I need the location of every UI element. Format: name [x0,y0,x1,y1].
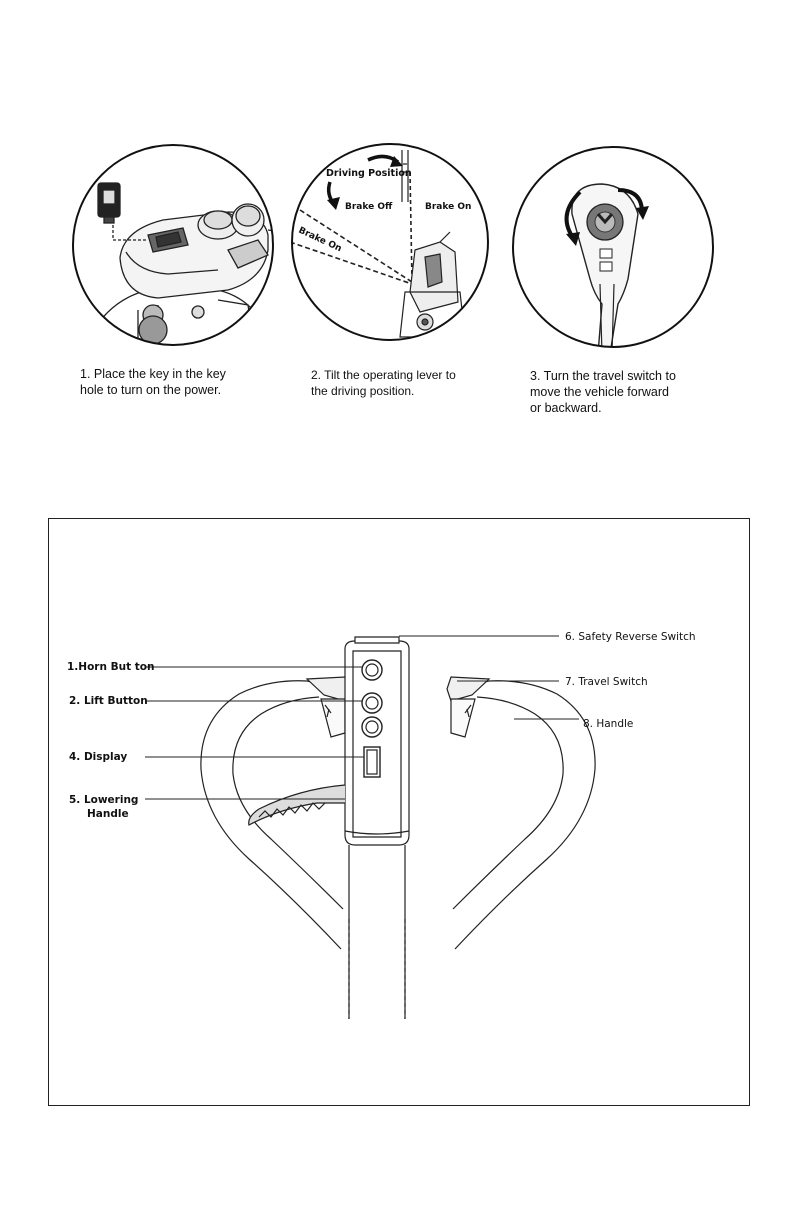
label-horn-button: 1.Horn But ton [67,661,154,673]
caption-line: or backward. [530,400,676,416]
caption-line: 1. Place the key in the key [80,366,226,382]
label-brake-off: Brake Off [345,202,393,212]
label-driving-position: Driving Position [326,168,412,179]
step-1-caption: 1. Place the key in the key hole to turn… [80,366,226,398]
handle-diagram: 1.Horn But ton 2. Lift Button 4. Display… [49,519,749,1105]
step-2-caption: 2. Tilt the operating lever to the drivi… [311,367,456,399]
caption-line: 3. Turn the travel switch to [530,368,676,384]
label-handle: 8. Handle [583,718,633,730]
caption-line: hole to turn on the power. [80,382,226,398]
caption-line: move the vehicle forward [530,384,676,400]
label-lowering-handle-line-1: 5. Lowering [69,794,138,806]
label-travel-switch: 7. Travel Switch [565,676,648,688]
handle-loop-right [455,681,595,949]
caption-line: 2. Tilt the operating lever to [311,367,456,383]
step-2-illustration: Driving Position Brake Off Brake On Brak… [290,142,490,342]
label-brake-on-left: Brake On [297,226,343,255]
label-brake-on-right: Brake On [425,202,471,212]
label-safety-reverse-switch: 6. Safety Reverse Switch [565,631,696,643]
handle-diagram-frame: 1.Horn But ton 2. Lift Button 4. Display… [48,518,750,1106]
step-3-illustration [510,144,716,350]
caption-line: the driving position. [311,383,456,399]
label-lowering-handle-line-2: Handle [87,808,129,820]
step-3-caption: 3. Turn the travel switch to move the ve… [530,368,676,416]
label-lift-button: 2. Lift Button [69,695,148,707]
step-1-illustration [68,140,278,350]
label-display: 4. Display [69,751,127,763]
